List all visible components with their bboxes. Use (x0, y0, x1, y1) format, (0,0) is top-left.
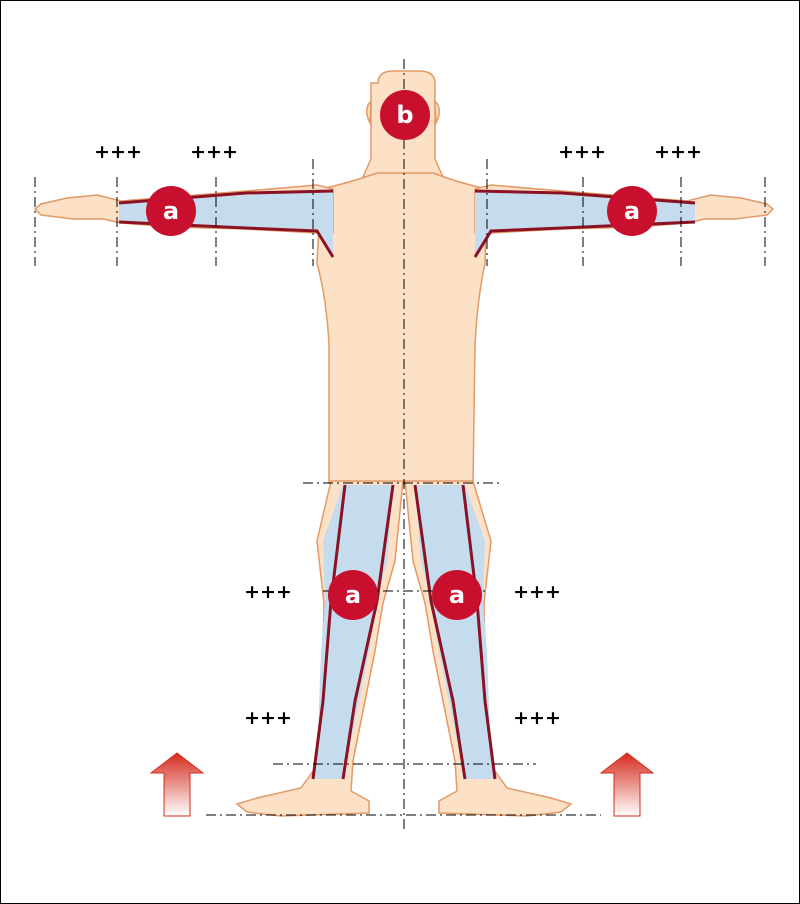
left-ear (366, 99, 372, 126)
left-upper-arm-marker: a (146, 186, 196, 236)
left-knee-marker: a (328, 570, 378, 620)
up-arrow-icon (599, 752, 655, 817)
plus-label-arm-right-inner: +++ (558, 141, 606, 163)
affected-zones (119, 191, 695, 779)
plus-label-arm-left-outer: +++ (94, 141, 142, 163)
head-marker: b (380, 90, 430, 140)
plus-label-arm-left-inner: +++ (190, 141, 238, 163)
plus-label-knee-right: +++ (513, 581, 561, 603)
right-upper-arm-marker: a (607, 186, 657, 236)
left-knee-marker-label: a (345, 581, 361, 609)
plus-label-arm-right-outer: +++ (654, 141, 702, 163)
torso (316, 172, 488, 484)
right-knee-marker-label: a (449, 581, 465, 609)
right-knee-marker: a (432, 570, 482, 620)
plus-label-shin-right: +++ (513, 707, 561, 729)
head-marker-label: b (396, 101, 413, 129)
left-upper-arm-marker-label: a (163, 197, 179, 225)
plus-label-shin-left: +++ (244, 707, 292, 729)
right-leg-zone (415, 485, 495, 779)
right-upper-arm-marker-label: a (624, 197, 640, 225)
left-leg-zone (313, 485, 393, 779)
intensity-labels: +++ +++ +++ +++ +++ +++ +++ +++ (94, 141, 702, 729)
plus-label-knee-left: +++ (244, 581, 292, 603)
right-ear (434, 99, 440, 126)
up-arrow-icon (149, 752, 205, 817)
